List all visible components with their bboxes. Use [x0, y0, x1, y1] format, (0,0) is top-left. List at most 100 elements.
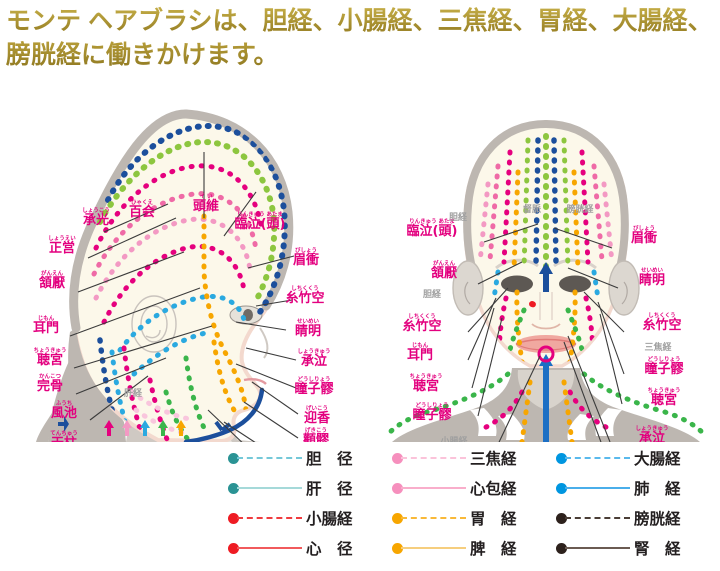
ren-meridian-line — [183, 387, 265, 442]
acupoint-furigana: しちくくう — [291, 284, 318, 292]
legend-item: 心包経 — [392, 473, 556, 503]
legend-label: 三焦経 — [470, 450, 517, 468]
legend-dot-icon — [556, 453, 567, 464]
legend-dot-icon — [392, 483, 403, 494]
acupoint-name: 正営 — [49, 240, 75, 256]
acupoint-name: 糸竹空 — [285, 290, 324, 306]
acupoint-furigana: がんえん — [433, 259, 456, 267]
acupoint-name: 瞳子髎 — [644, 361, 684, 377]
ren-meridian-arrow — [537, 262, 555, 442]
legend-item: 肺 経 — [556, 473, 720, 503]
acupoint-furigana: しちくくう — [648, 311, 675, 319]
acupoint-name: 百会 — [129, 204, 156, 220]
legend-label: 胃 経 — [470, 510, 517, 528]
legend-item: 三焦経 — [392, 443, 556, 473]
meridian-note: 胆経 — [423, 288, 442, 300]
acupoint-furigana: がんえん — [41, 269, 64, 277]
leader-lines-frontal — [467, 223, 625, 442]
legend-dot-icon — [228, 513, 239, 524]
acupoint-name: 瞳子髎 — [294, 381, 334, 397]
acupoint-name: 耳門 — [407, 348, 433, 363]
legend-line-icon — [237, 517, 302, 519]
acupoint-furigana: かんこつ — [39, 373, 62, 380]
acupoint-furigana: びしょう — [633, 224, 655, 232]
acupoint-name: 顴髎 — [303, 432, 330, 442]
acupoint-furigana: りんきゅう あたま — [237, 210, 283, 218]
legend-label: 小腸経 — [306, 510, 353, 528]
legend-label: 心 径 — [306, 540, 353, 558]
acupoint-name: 糸竹空 — [402, 318, 441, 334]
acupoint-diagram-stage: しょうこう承光ひゃくえ百会しょうえい正営がんえん頷厭じもん耳門ちょうきゅう聴宮か… — [0, 92, 720, 442]
page-title: モンテ ヘアブラシは、胆経、小腸経、三焦経、胃経、大腸経、膀胱経に働きかけます。 — [6, 4, 718, 72]
legend-item: 小腸経 — [228, 503, 392, 533]
legend-line-icon — [565, 457, 630, 459]
legend-label: 膀胱経 — [634, 510, 681, 528]
legend-dot-icon — [392, 513, 403, 524]
legend-item: 膀胱経 — [556, 503, 720, 533]
acupoint-name: 迎香 — [304, 410, 331, 426]
meridian-note: 小腸経 — [439, 435, 468, 442]
meridian-note: 三焦経 — [644, 341, 672, 353]
bottom-arrow-markers — [58, 416, 186, 436]
acupoint-furigana: ひゃくえ — [131, 199, 154, 206]
legend-item: 肝 径 — [228, 473, 392, 503]
title-line-2: 膀胱経に働きかけます。 — [6, 41, 279, 69]
legend-swatch — [392, 451, 470, 465]
legend-line-icon — [565, 547, 630, 549]
legend-label: 肝 径 — [306, 480, 353, 498]
acupoint-name: 聴宮 — [37, 352, 63, 368]
acupoint-furigana: どうしりょう — [415, 401, 448, 409]
legend-swatch — [392, 511, 470, 525]
legend-line-icon — [237, 547, 302, 549]
head-silhouette — [68, 109, 294, 442]
legend-swatch — [228, 481, 306, 495]
shoulder-tracks — [385, 371, 707, 442]
acupoint-furigana: しょうきゅう — [635, 424, 668, 432]
legend-label: 脾 経 — [470, 540, 517, 558]
legend-swatch — [556, 481, 634, 495]
acupoint-furigana: しょうえい — [48, 235, 76, 242]
legend-line-icon — [401, 547, 466, 549]
acupoint-name: 臨泣(頭) — [407, 223, 458, 239]
acupoint-furigana: ちょうきゅう — [647, 386, 680, 394]
legend-dot-icon — [556, 483, 567, 494]
acupoint-name: 眉衝 — [631, 230, 657, 246]
legend-dot-icon — [556, 513, 567, 524]
title-line-1: モンテ ヘアブラシは、胆経、小腸経、三焦経、胃経、大腸経、 — [6, 7, 713, 35]
left-meridian-notes: 督脈胃経任脈肝経膀胱経小腸経三焦経大腸経胆経 — [124, 387, 143, 399]
legend-swatch — [228, 451, 306, 465]
acupoint-name: 聴宮 — [413, 378, 439, 394]
acupoint-furigana: びしょう — [295, 246, 317, 254]
acupoint-name: 頭維 — [193, 198, 219, 214]
acupoint-furigana: どうしりょう — [647, 355, 680, 363]
legend-swatch — [556, 451, 634, 465]
acupoint-label-ii: イ い頭維 — [193, 193, 219, 214]
side-profile-head-diagram: しょうこう承光ひゃくえ百会しょうえい正営がんえん頷厭じもん耳門ちょうきゅう聴宮か… — [33, 109, 334, 442]
acupoint-furigana: ちょうきゅう — [33, 346, 66, 354]
acupoint-furigana: イ い — [200, 193, 213, 200]
acupoint-furigana: じもん — [38, 315, 55, 322]
legend-dot-icon — [392, 543, 403, 554]
legend-line-icon — [401, 457, 466, 459]
legend-item: 腎 経 — [556, 533, 720, 563]
acupoint-furigana: てんちゅう — [50, 429, 78, 437]
legend-line-icon — [237, 457, 302, 459]
meridian-legend: 胆 径三焦経大腸経肝 径心包経肺 経小腸経胃 経膀胱経心 径脾 経腎 経 — [228, 443, 720, 567]
